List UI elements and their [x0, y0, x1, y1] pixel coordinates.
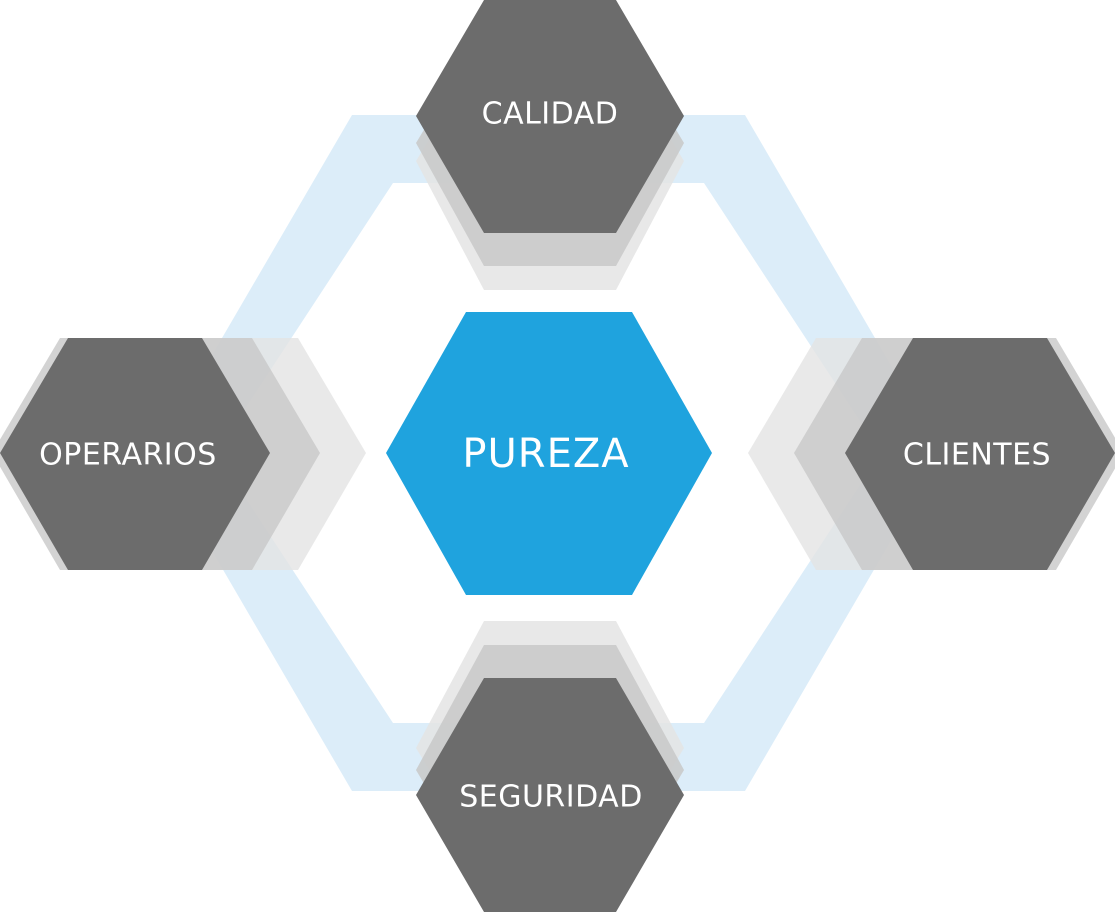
hexagon-clientes[interactable]	[845, 338, 1115, 570]
hexagon-calidad[interactable]	[416, 0, 684, 233]
label-clientes: CLIENTES	[903, 438, 1051, 473]
label-seguridad: SEGURIDAD	[459, 780, 643, 815]
hexagon-pureza[interactable]	[386, 312, 712, 595]
hexagon-operarios[interactable]	[0, 338, 270, 570]
label-pureza: PUREZA	[462, 431, 629, 477]
hexagon-seguridad[interactable]	[416, 678, 684, 912]
label-calidad: CALIDAD	[482, 97, 619, 132]
label-operarios: OPERARIOS	[39, 438, 217, 473]
